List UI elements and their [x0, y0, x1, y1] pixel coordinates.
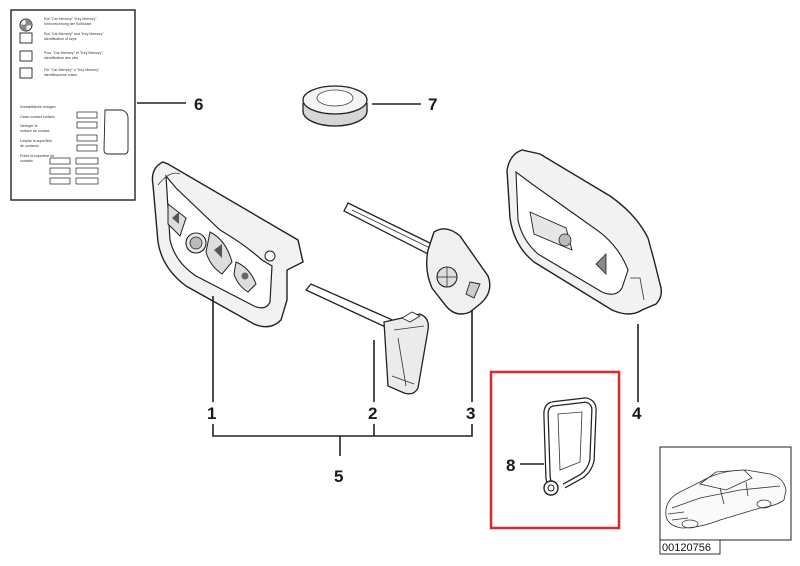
coin-battery[interactable]	[302, 85, 368, 127]
card-text: contatto	[20, 159, 33, 163]
card-text: Pulire la superficie de	[20, 154, 54, 158]
card-text: Kennzeichnung der Schlüssel	[44, 22, 92, 26]
card-section-title: Kontaktfläche reinigen	[20, 105, 56, 109]
key-rear-cover[interactable]	[506, 149, 663, 315]
card-text: Pour "Car Memory" et "Key Memory"	[44, 51, 103, 55]
callout-6: 6	[194, 95, 203, 114]
card-text: Für "Car Memory" e "Key Memory"	[44, 68, 100, 72]
card-text: Nettoyer la	[20, 124, 37, 128]
card-text: identification of keys	[44, 37, 77, 41]
mechanical-key[interactable]	[343, 202, 491, 315]
callout-2: 2	[368, 404, 377, 423]
callout-4: 4	[632, 404, 642, 423]
card-text: identification des clés	[44, 56, 78, 60]
key-fob-housing[interactable]	[151, 161, 304, 328]
highlight-box	[489, 370, 621, 530]
callout-1: 1	[207, 404, 216, 423]
arrow-icon	[595, 253, 607, 275]
lock-button-icon	[172, 212, 179, 224]
part-number: 00120756	[662, 542, 711, 554]
card-text: de contacto	[20, 144, 39, 148]
card-text: Rot "Car Memory" "Key Memory"	[44, 17, 97, 21]
unlock-button-icon	[214, 244, 222, 258]
card-checkbox	[19, 32, 33, 44]
car-icon	[665, 469, 787, 529]
callout-5: 5	[334, 467, 343, 486]
card-checkbox	[19, 67, 33, 79]
vehicle-thumbnail: 00120756	[659, 446, 792, 555]
key-shackle[interactable]	[543, 397, 597, 496]
card-text: Limpiar la superficie	[20, 139, 52, 143]
card-text: identificazione chiavi	[44, 73, 77, 77]
callout-7: 7	[428, 95, 437, 114]
card-text: Clean contact surface	[20, 115, 55, 119]
trunk-button-icon	[241, 272, 249, 280]
group-bracket-5	[212, 424, 473, 456]
callout-8: 8	[506, 456, 515, 475]
instruction-card[interactable]: Rot "Car Memory" "Key Memory" Kennzeichn…	[10, 9, 136, 201]
card-text: Rot "Car Memory" and "Key Memory"	[44, 32, 104, 36]
callout-3: 3	[466, 404, 475, 423]
card-checkbox	[19, 50, 33, 62]
card-label-boxes	[49, 111, 99, 185]
card-text: surface de contact	[20, 129, 49, 133]
emergency-key-blade[interactable]	[304, 283, 429, 395]
card-key-silhouette-icon	[103, 109, 129, 155]
